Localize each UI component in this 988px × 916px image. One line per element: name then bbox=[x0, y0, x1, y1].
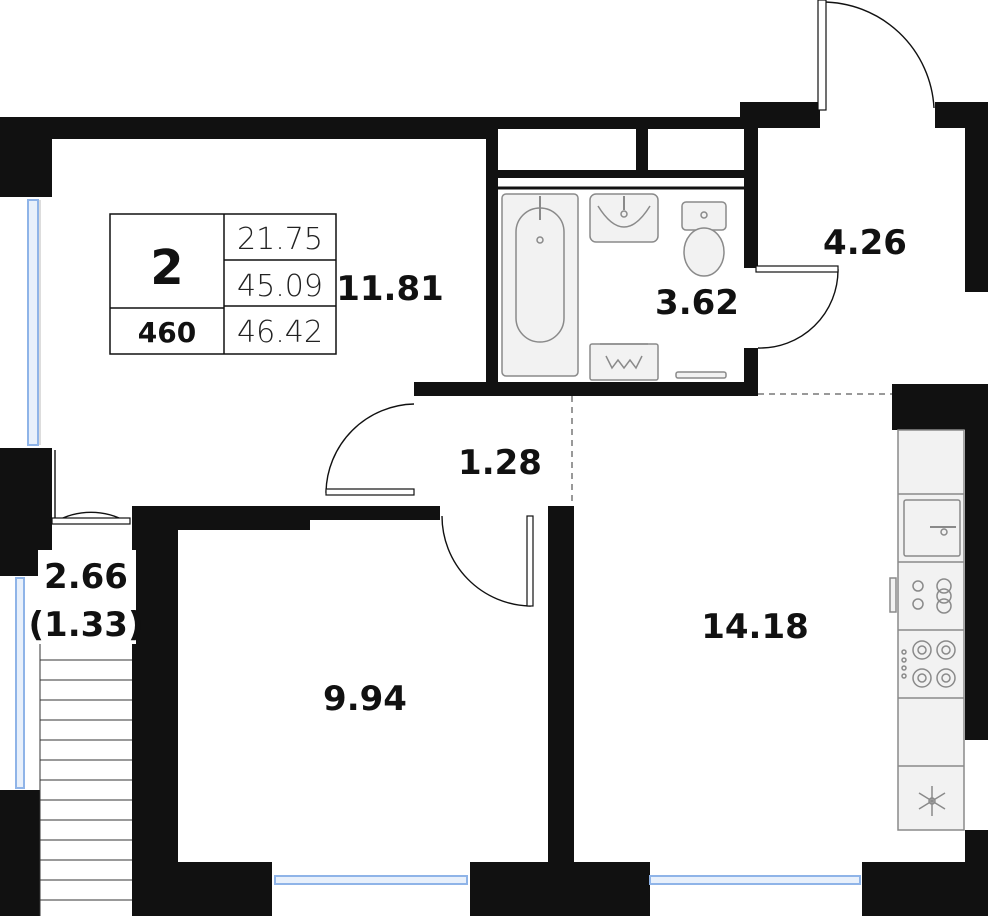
wall-bottom-mid bbox=[470, 862, 650, 916]
area-without-balcony-value: 45.09 bbox=[237, 269, 323, 304]
living-area-value: 21.75 bbox=[237, 222, 323, 257]
wall-bath-right-top bbox=[744, 128, 758, 268]
kitchen-fixtures bbox=[889, 429, 965, 831]
room-area-balcony-reduced: (1.33) bbox=[29, 605, 144, 645]
wall-bath-shelf-2 bbox=[648, 170, 748, 178]
wall-bath-shelf-div bbox=[636, 128, 648, 178]
wall-bedroom-left bbox=[132, 506, 178, 916]
door-room-top-left bbox=[325, 403, 415, 493]
apartment-info-box: 2 460 21.75 45.09 46.42 bbox=[109, 213, 337, 355]
room-area-balcony: 2.66 bbox=[44, 557, 128, 597]
walls bbox=[0, 102, 988, 916]
doors bbox=[51, 0, 935, 607]
window-left-lower bbox=[15, 577, 25, 789]
washing-machine-icon bbox=[589, 343, 659, 381]
room-area-top-left: 11.81 bbox=[336, 269, 444, 309]
wall-bedroom-top-b bbox=[310, 506, 440, 520]
room-labels: 11.81 3.62 4.26 1.28 9.94 14.18 2.66 (1.… bbox=[29, 223, 907, 719]
window-left-upper bbox=[27, 199, 39, 446]
balcony-hatching bbox=[39, 630, 132, 916]
wall-kitchen-right bbox=[965, 430, 988, 740]
door-entrance bbox=[821, 1, 935, 109]
sink-icon bbox=[589, 193, 659, 243]
wall-top-mid bbox=[498, 117, 758, 129]
apartment-number: 460 bbox=[138, 316, 196, 349]
window-bottom-kitchen bbox=[649, 875, 861, 885]
room-area-bathroom: 3.62 bbox=[655, 283, 739, 323]
room-area-bedroom: 9.94 bbox=[323, 679, 407, 719]
wall-left-top bbox=[0, 117, 52, 197]
wall-top-left bbox=[0, 117, 498, 139]
windows bbox=[15, 199, 861, 885]
towel-rail-icon bbox=[675, 371, 727, 379]
wall-left-bottom bbox=[0, 790, 40, 916]
wall-kitchen-column bbox=[892, 384, 988, 430]
wall-bath-left bbox=[486, 128, 498, 384]
cooktop-icon bbox=[901, 640, 956, 688]
fridge-icon bbox=[918, 786, 946, 816]
door-balcony bbox=[54, 450, 128, 524]
toilet-icon bbox=[681, 201, 727, 231]
wall-bottom-left bbox=[132, 862, 272, 916]
window-bottom-bedroom bbox=[274, 875, 468, 885]
room-area-entrance-hall: 4.26 bbox=[823, 223, 907, 263]
wall-top-right-a bbox=[740, 102, 820, 128]
bathtub-icon bbox=[501, 193, 579, 377]
wall-hall-right bbox=[965, 102, 988, 292]
room-area-corridor: 1.28 bbox=[458, 443, 542, 483]
door-bathroom bbox=[757, 269, 839, 349]
total-area-value: 46.42 bbox=[237, 315, 323, 350]
wall-bath-shelf-1 bbox=[498, 170, 636, 178]
wall-bottom-right bbox=[862, 862, 988, 916]
door-bedroom bbox=[441, 515, 531, 607]
room-area-kitchen-living: 14.18 bbox=[701, 607, 809, 647]
bathroom-fixtures bbox=[498, 186, 744, 381]
rooms-count: 2 bbox=[150, 240, 183, 296]
dishwasher-icon bbox=[889, 577, 952, 614]
wall-bath-bottom bbox=[414, 382, 758, 396]
wall-middle bbox=[548, 506, 574, 916]
